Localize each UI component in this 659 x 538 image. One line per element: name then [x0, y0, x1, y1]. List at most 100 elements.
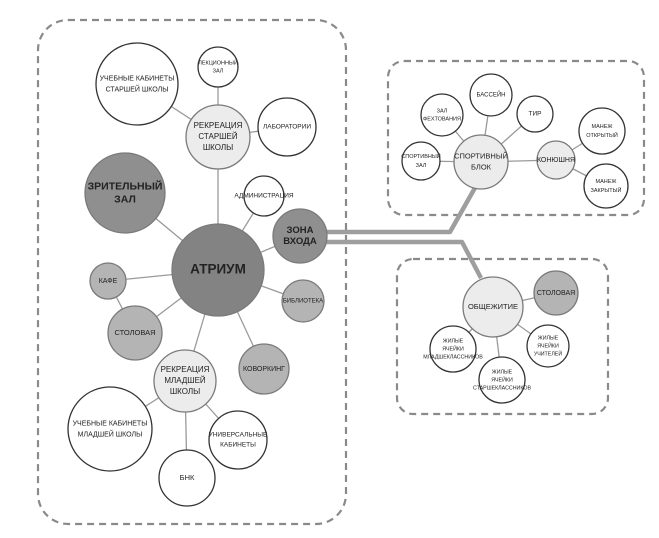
- node-yacheyki-starshe-label-line: ЖИЛЫЕ: [492, 369, 513, 375]
- node-tir-circle: [516, 95, 554, 133]
- node-yacheyki-uchiteley-label-line: ЯЧЕЙКИ: [537, 341, 559, 349]
- node-kafe-label-line: КАФЕ: [99, 278, 118, 285]
- node-uchebnye-mladshey-label-line: УЧЕБНЫЕ КАБИНЕТЫ: [73, 420, 148, 427]
- node-manezh-zakryty-label-line: МАНЕЖ: [596, 179, 617, 185]
- node-obshchezhitie-label-line: ОБЩЕЖИТИЕ: [468, 302, 518, 311]
- node-manezh-otkryty-label-line: МАНЕЖ: [592, 124, 613, 130]
- corridor-to-sports-block: [316, 184, 478, 235]
- node-uchebnye-starshey-label-line: СТАРШЕЙ ШКОЛЫ: [106, 84, 169, 93]
- connection-corridors: [316, 184, 483, 280]
- school-zone-boundary: [36, 18, 348, 526]
- node-obshchezhitie: ОБЩЕЖИТИЕ: [462, 276, 524, 338]
- node-sportivny-blok: СПОРТИВНЫЙ БЛОК: [453, 134, 509, 190]
- corridor-to-dormitory: [316, 239, 483, 280]
- node-uchebnye-starshey-circle: [95, 42, 179, 126]
- node-stolovaya-school: СТОЛОВАЯ: [107, 305, 163, 361]
- node-zritelny-zal-label-line: ЗАЛ: [114, 193, 136, 205]
- node-universalnye-label-line: КАБИНЕТЫ: [220, 442, 256, 449]
- node-laboratorii-label-line: ЛАБОРАТОРИИ: [263, 124, 311, 131]
- node-yacheyki-mladshe-circle: [429, 325, 477, 373]
- node-rekreaciya-mladshey-circle: [153, 349, 217, 413]
- node-tir: ТИР: [516, 95, 554, 133]
- node-zal-fehtovaniya-label-line: ЗАЛ: [437, 108, 448, 114]
- node-yacheyki-starshe-label-line: СТАРШЕКЛАССНИКОВ: [473, 385, 532, 391]
- node-uchebnye-mladshey-label-line: МЛАДШЕЙ ШКОЛЫ: [78, 429, 143, 438]
- node-sportivny-blok-circle: [453, 134, 509, 190]
- node-administraciya-circle: [243, 175, 285, 217]
- node-basseyn-circle: [469, 73, 513, 117]
- node-yacheyki-starshe-label-line: ЯЧЕЙКИ: [491, 375, 513, 383]
- node-biblioteka: БИБЛИОТЕКА: [281, 279, 325, 323]
- node-uchebnye-starshey-label-line: УЧЕБНЫЕ КАБИНЕТЫ: [100, 75, 175, 82]
- node-stolovaya-dorm-label-line: СТОЛОВАЯ: [537, 290, 575, 297]
- node-stolovaya-school-circle: [107, 305, 163, 361]
- node-kafe: КАФЕ: [89, 262, 127, 300]
- node-lekcionny-zal-label-line: ЗАЛ: [213, 68, 224, 74]
- node-yacheyki-mladshe-label-line: ЖИЛЫЕ: [443, 338, 464, 344]
- node-zal-fehtovaniya-label-line: ФЕХТОВАНИЯ: [423, 116, 461, 122]
- node-manezh-zakryty-circle: [583, 163, 629, 209]
- node-basseyn-label-line: БАССЕЙН: [477, 91, 506, 99]
- node-atrium: АТРИУМ: [171, 223, 265, 317]
- node-tir-label-line: ТИР: [529, 111, 542, 118]
- node-zona-vhoda-label-line: ЗОНА: [287, 225, 314, 236]
- node-sportivny-blok-label-line: СПОРТИВНЫЙ: [454, 151, 508, 160]
- node-kovorking-label-line: КОВОРКИНГ: [243, 366, 285, 373]
- node-kafe-circle: [89, 262, 127, 300]
- node-zal-fehtovaniya-circle: [420, 93, 464, 137]
- node-yacheyki-starshe-circle: [478, 356, 526, 404]
- node-zal-fehtovaniya: ЗАЛ ФЕХТОВАНИЯ: [420, 93, 464, 137]
- node-atrium-circle: [171, 223, 265, 317]
- node-administraciya-label-line: АДМИНИСТРАЦИЯ: [234, 193, 294, 200]
- node-yacheyki-mladshe-label-line: МЛАДШЕКЛАССНИКОВ: [423, 354, 483, 360]
- node-rekreaciya-starshey-label-line: РЕКРЕАЦИЯ: [194, 121, 243, 130]
- node-rekreaciya-starshey-circle: [185, 104, 251, 170]
- node-zritelny-zal-circle: [84, 152, 166, 234]
- node-yacheyki-uchiteley-label-line: ЖИЛЫЕ: [538, 335, 559, 341]
- node-konyushnya-circle: [536, 140, 576, 180]
- node-uchebnye-mladshey: УЧЕБНЫЕ КАБИНЕТЫ МЛАДШЕЙ ШКОЛЫ: [67, 386, 153, 472]
- node-administraciya: АДМИНИСТРАЦИЯ: [234, 175, 294, 217]
- dormitory-zone-boundary: [395, 257, 610, 416]
- node-yacheyki-uchiteley-label-line: УЧИТЕЛЕЙ: [534, 349, 562, 357]
- node-bnk-circle: [158, 449, 216, 507]
- node-atrium-label-line: АТРИУМ: [190, 262, 246, 277]
- node-lekcionny-zal-circle: [197, 46, 239, 88]
- node-lekcionny-zal: ЛЕКЦИОННЫЙ ЗАЛ: [197, 46, 239, 88]
- node-kovorking-circle: [238, 343, 290, 395]
- node-zritelny-zal-label-line: ЗРИТЕЛЬНЫЙ: [88, 179, 163, 192]
- node-laboratorii: ЛАБОРАТОРИИ: [257, 97, 317, 157]
- node-manezh-otkryty-label-line: ОТКРЫТЫЙ: [586, 131, 618, 139]
- node-bnk: БНК: [158, 449, 216, 507]
- node-manezh-otkryty-circle: [578, 107, 626, 155]
- node-zona-vhoda-circle: [272, 208, 328, 264]
- sports-zone-boundary: [386, 59, 646, 217]
- node-rekreaciya-mladshey-label-line: МЛАДШЕЙ: [164, 376, 206, 385]
- node-stolovaya-school-label-line: СТОЛОВАЯ: [114, 328, 155, 337]
- node-lekcionny-zal-label-line: ЛЕКЦИОННЫЙ: [198, 58, 238, 66]
- node-zona-vhoda-label-line: ВХОДА: [283, 236, 317, 247]
- node-uchebnye-starshey: УЧЕБНЫЕ КАБИНЕТЫ СТАРШЕЙ ШКОЛЫ: [95, 42, 179, 126]
- node-konyushnya: КОНЮШНЯ: [536, 140, 576, 180]
- node-bnk-label-line: БНК: [180, 473, 195, 482]
- node-sportivny-blok-label-line: БЛОК: [471, 162, 492, 171]
- node-yacheyki-mladshe-label-line: ЯЧЕЙКИ: [442, 344, 464, 352]
- nodes: АТРИУМЗОНАВХОДАЗРИТЕЛЬНЫЙЗАЛРЕКРЕАЦИЯСТА…: [67, 42, 629, 507]
- node-sportivny-zal-circle: [401, 141, 441, 181]
- node-kovorking: КОВОРКИНГ: [238, 343, 290, 395]
- node-stolovaya-dorm-circle: [533, 270, 579, 316]
- node-stolovaya-dorm: СТОЛОВАЯ: [533, 270, 579, 316]
- node-rekreaciya-mladshey-label-line: ШКОЛЫ: [170, 387, 200, 396]
- node-uchebnye-mladshey-circle: [67, 386, 153, 472]
- node-konyushnya-label-line: КОНЮШНЯ: [537, 157, 575, 164]
